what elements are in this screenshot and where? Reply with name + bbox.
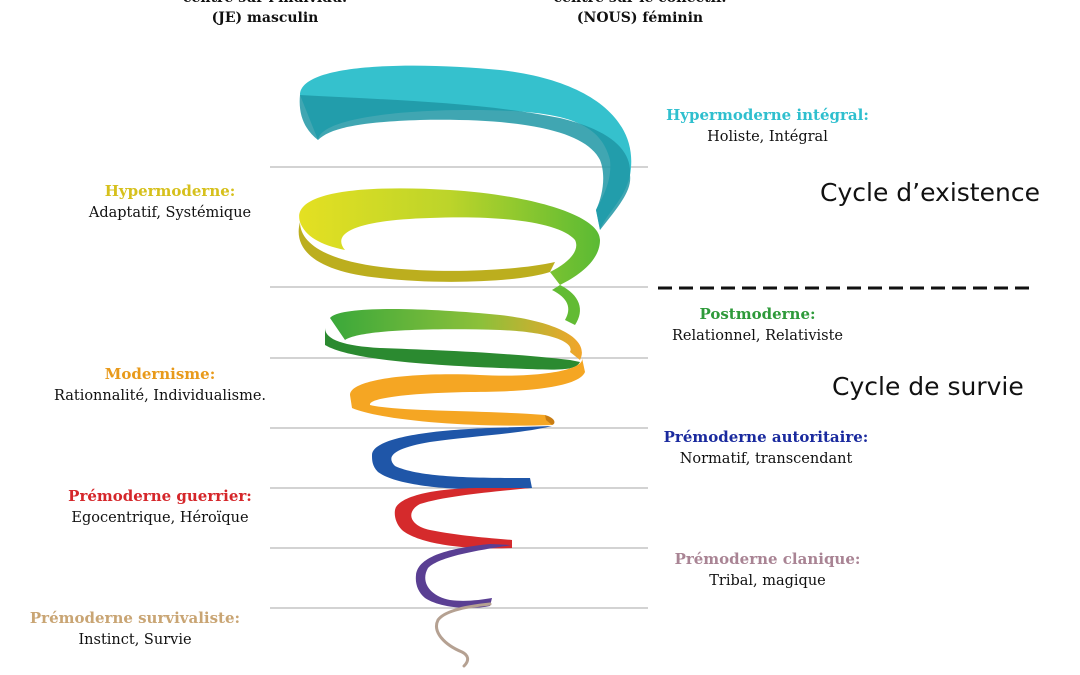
level-title: Modernisme: [104, 365, 216, 383]
level-modernisme: Modernisme: Rationnalité, Individualisme… [30, 363, 290, 407]
level-description: Relationnel, Relativiste [671, 328, 843, 344]
level-description: Holiste, Intégral [707, 129, 828, 145]
level-title: Prémoderne guerrier: [68, 487, 252, 505]
ribbon-green [325, 285, 582, 370]
ribbon-turquoise [299, 65, 632, 230]
ribbon-blue [372, 426, 552, 490]
level-description: Instinct, Survie [78, 632, 192, 648]
header-right-line1: centré sur le collectif. [520, 0, 760, 8]
header-left-line2: (JE) masculin [211, 10, 319, 26]
level-premoderne-autoritaire: Prémoderne autoritaire: Normatif, transc… [650, 426, 882, 470]
level-title: Prémoderne clanique: [674, 550, 861, 568]
ribbon-red [394, 488, 530, 549]
ribbon-purple [415, 544, 512, 608]
level-hypermoderne-integral: Hypermoderne intégral: Holiste, Intégral [650, 104, 885, 148]
header-right-line2: (NOUS) féminin [576, 10, 704, 26]
level-premoderne-guerrier: Prémoderne guerrier: Egocentrique, Héroï… [40, 485, 280, 529]
level-title: Hypermoderne: [104, 182, 236, 200]
level-description: Rationnalité, Individualisme. [53, 388, 267, 404]
level-hypermoderne: Hypermoderne: Adaptatif, Systémique [50, 180, 290, 224]
ribbon-orange [350, 358, 585, 426]
cycle-existence-label: Cycle d’existence [820, 178, 1040, 207]
cycle-survie-label: Cycle de survie [832, 372, 1024, 401]
level-description: Adaptatif, Systémique [88, 205, 252, 221]
level-description: Normatif, transcendant [679, 451, 853, 467]
level-title: Postmoderne: [699, 305, 816, 323]
level-description: Egocentrique, Héroïque [71, 510, 249, 526]
header-left: centré sur l'individu. (JE) masculin [150, 0, 380, 28]
header-left-line1: centré sur l'individu. [150, 0, 380, 8]
level-title: Prémoderne autoritaire: [663, 428, 869, 446]
level-title: Hypermoderne intégral: [666, 106, 869, 124]
level-premoderne-survivaliste: Prémoderne survivaliste: Instinct, Survi… [15, 607, 255, 651]
level-premoderne-clanique: Prémoderne clanique: Tribal, magique [660, 548, 875, 592]
ribbon-beige-tail [435, 602, 492, 668]
ribbon-yellow [298, 188, 600, 285]
level-description: Tribal, magique [709, 573, 826, 589]
level-postmoderne: Postmoderne: Relationnel, Relativiste [650, 303, 865, 347]
level-title: Prémoderne survivaliste: [29, 609, 241, 627]
header-right: centré sur le collectif. (NOUS) féminin [520, 0, 760, 28]
